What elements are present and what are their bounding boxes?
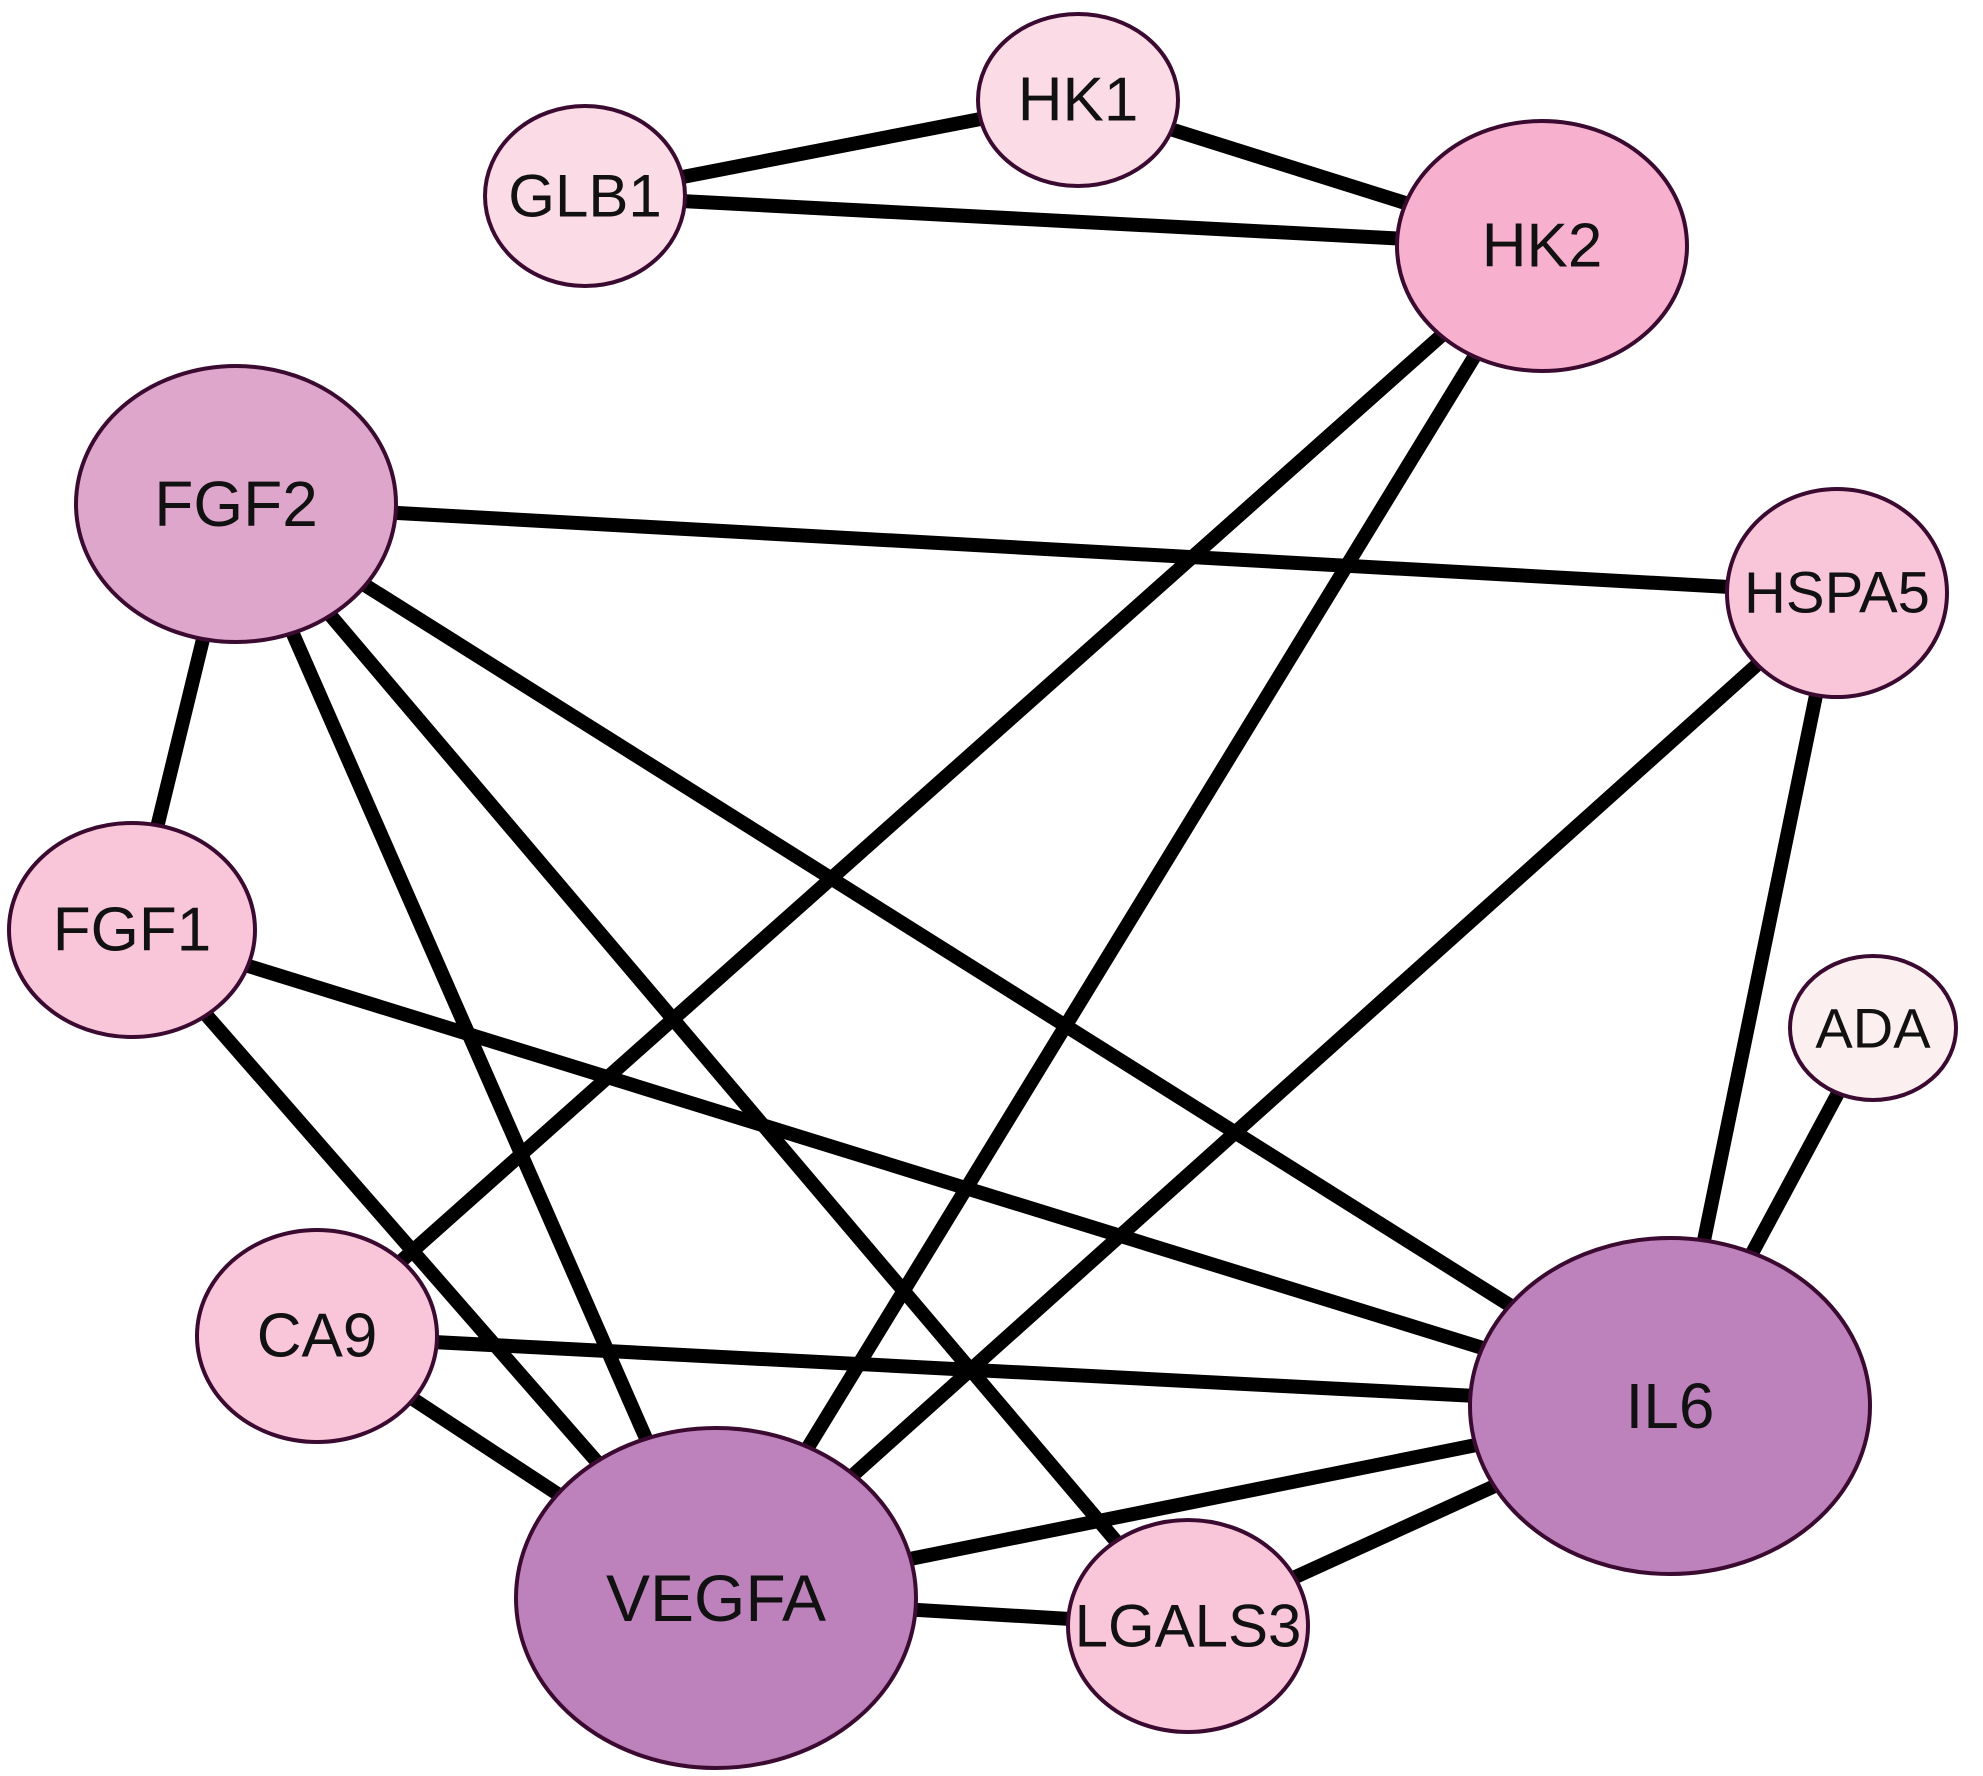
node-circle	[976, 12, 1180, 188]
node-label: LGALS3	[1075, 1593, 1302, 1660]
node-circle	[74, 364, 398, 644]
edge-fgf2-il6	[232, 498, 1674, 1412]
node-label: ADA	[1815, 997, 1931, 1060]
node-label: CA9	[257, 1302, 378, 1371]
node-ca9[interactable]: CA9	[195, 1228, 439, 1444]
node-vegfa[interactable]: VEGFA	[514, 1426, 918, 1770]
node-circle	[195, 1228, 439, 1444]
node-circle	[1066, 1518, 1310, 1734]
edge-fgf1-il6	[129, 923, 1673, 1413]
edge-fgf2-hspa5	[235, 497, 1838, 600]
node-label: HSPA5	[1744, 561, 1930, 626]
node-label: HK2	[1482, 212, 1603, 281]
edge-ca9-il6	[316, 1329, 1671, 1413]
node-lgals3[interactable]: LGALS3	[1066, 1518, 1310, 1734]
node-circle	[1395, 119, 1689, 373]
edge-fgf2-vegfa	[229, 501, 723, 1601]
node-circle	[1725, 487, 1949, 699]
edge-fgf2-lgals3	[230, 499, 1194, 1631]
node-circle	[514, 1426, 918, 1770]
node-circle	[1468, 1236, 1872, 1576]
node-fgf1[interactable]: FGF1	[7, 821, 257, 1039]
node-label: VEGFA	[606, 1561, 826, 1635]
node-label: IL6	[1626, 1370, 1715, 1442]
edge-layer	[125, 93, 1880, 1633]
node-label: GLB1	[508, 163, 661, 230]
node-il6[interactable]: IL6	[1468, 1236, 1872, 1576]
node-label: FGF2	[154, 468, 318, 540]
node-glb1[interactable]: GLB1	[483, 104, 687, 288]
node-circle	[7, 821, 257, 1039]
edge-hk2-vegfa	[710, 242, 1548, 1602]
node-label: FGF1	[53, 896, 211, 965]
node-hspa5[interactable]: HSPA5	[1725, 487, 1949, 699]
node-ada[interactable]: ADA	[1788, 954, 1958, 1102]
edge-glb1-hk2	[584, 189, 1543, 253]
node-label: HK1	[1018, 66, 1139, 135]
edge-hspa5-vegfa	[711, 587, 1842, 1604]
node-hk2[interactable]: HK2	[1395, 119, 1689, 373]
node-circle	[1788, 954, 1958, 1102]
node-circle	[483, 104, 687, 288]
node-hk1[interactable]: HK1	[976, 12, 1180, 188]
node-fgf2[interactable]: FGF2	[74, 364, 398, 644]
